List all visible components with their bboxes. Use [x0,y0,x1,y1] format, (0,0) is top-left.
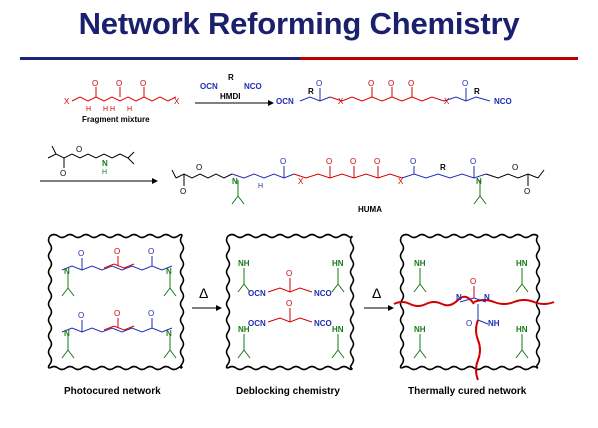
title-rule-right [300,57,578,60]
amine-nh: NH [238,259,250,268]
huma-r: R [440,163,446,172]
x-label: X [398,177,404,186]
fragment-label: Fragment mixture [82,115,150,124]
heat-delta-2: Δ [372,285,381,301]
panel-arrow-1 [192,305,222,311]
ocn-label: OCN [248,289,266,298]
title-rule-left [20,57,300,60]
carbonyl-o: O [326,157,332,166]
product1-nco: NCO [494,97,512,106]
ester-o: O [524,187,530,196]
amine-nh: NH [414,259,426,268]
diisocyanate-product [299,87,491,102]
carbonyl-o: O [148,309,154,318]
carbonyl-o: O [286,299,292,308]
panel-photocured [47,233,185,371]
nh-label: H [127,106,132,113]
heat-delta-1: Δ [199,285,208,301]
panel-arrow-2 [364,305,394,311]
amine-n: N [166,267,172,276]
tbaema-reagent [47,145,135,168]
carbonyl-o: O [92,79,98,88]
carbonyl-o: O [116,79,122,88]
ester-o: O [180,187,186,196]
hmdi-ocn: OCN [200,82,218,91]
amine-nh: HN [332,259,344,268]
ester-o: O [512,163,518,172]
huma-product [171,166,545,205]
nh-label: H [258,183,263,190]
nco-label: NCO [314,319,332,328]
amine-nh: NH [414,325,426,334]
huma-label: HUMA [358,205,382,214]
nh-label: H [103,106,108,113]
reaction-arrow-1 [195,100,274,106]
caption-deblocking: Deblocking chemistry [236,386,340,397]
x-end-right: X [174,97,180,106]
x-label: X [298,177,304,186]
amine-nh: HN [516,259,528,268]
amine-nh: HN [332,325,344,334]
reaction-arrow-2 [40,178,158,184]
carbonyl-o: O [466,319,472,328]
carbonyl-o: O [368,79,374,88]
carbonyl-o: O [78,311,84,320]
carbonyl-o: O [462,79,468,88]
amine-nh: NH [238,325,250,334]
product1-ocn: OCN [276,97,294,106]
carbonyl-o: O [350,157,356,166]
amine-n: N [232,177,238,186]
carbonyl-o: O [470,277,476,286]
carbonyl-o: O [408,79,414,88]
ocn-label: OCN [248,319,266,328]
carbonyl-o: O [316,79,322,88]
urea-n: N [456,293,462,302]
carbonyl-o: O [410,157,416,166]
urea-nh: NH [488,319,500,328]
ester-o: O [60,169,66,178]
amine-nh: HN [516,325,528,334]
x-label: X [444,97,450,106]
carbonyl-o: O [148,247,154,256]
carbonyl-o: O [470,157,476,166]
nh-label: H [86,106,91,113]
product1-r2: R [474,87,480,96]
carbonyl-o: O [114,309,120,318]
nh-label: H [110,106,115,113]
fragment-mixture-structure [71,87,177,102]
caption-photocured: Photocured network [64,386,161,397]
product1-r: R [308,87,314,96]
carbonyl-o: O [286,269,292,278]
amine-n: N [166,329,172,338]
x-end-left: X [64,97,70,106]
x-label: X [338,97,344,106]
hmdi-label: HMDI [220,92,240,101]
caption-thermally-cured: Thermally cured network [408,386,527,397]
carbonyl-o: O [78,249,84,258]
amine-n: N [476,177,482,186]
amine-n: N [64,267,70,276]
panel-thermally-cured [393,233,555,381]
urea-n: N [484,293,490,302]
page-title: Network Reforming Chemistry [78,6,520,41]
panel-deblocking [225,233,355,371]
carbonyl-o: O [114,247,120,256]
carbonyl-o: O [280,157,286,166]
amine-nh: N [102,159,108,168]
carbonyl-o: O [374,157,380,166]
nco-label: NCO [314,289,332,298]
amine-n: N [64,329,70,338]
carbonyl-o: O [140,79,146,88]
ester-o: O [76,145,82,154]
amine-h: H [102,169,107,176]
hmdi-nco: NCO [244,82,262,91]
hmdi-r: R [228,73,234,82]
ester-o: O [196,163,202,172]
carbonyl-o: O [388,79,394,88]
